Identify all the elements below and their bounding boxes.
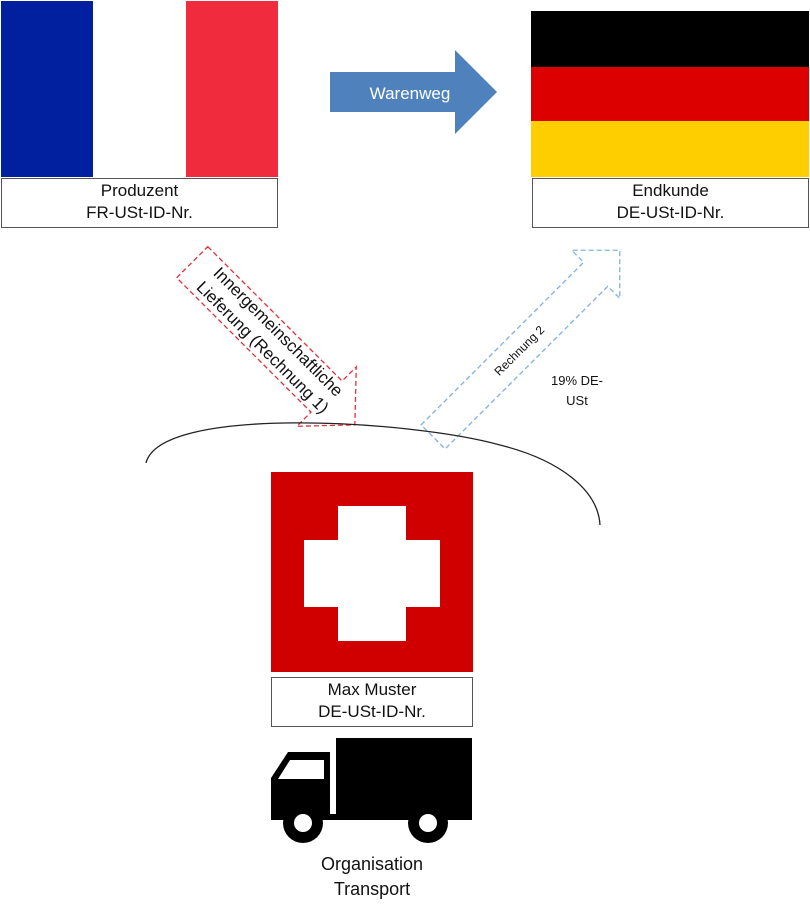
producer-vat-id: FR-USt-ID-Nr. (86, 203, 193, 222)
middleman-title: Max Muster (327, 680, 417, 699)
vat-note-line1: 19% DE- (551, 373, 603, 388)
transport-line1: Organisation (320, 854, 424, 874)
producer-box: Produzent FR-USt-ID-Nr. (1, 178, 278, 228)
customer-title: Endkunde (632, 181, 709, 200)
transport-caption: Organisation Transport (272, 852, 472, 902)
customer-vat-id: DE-USt-ID-Nr. (616, 203, 725, 222)
middleman-vat-id: DE-USt-ID-Nr. (318, 702, 426, 721)
invoice-1-line2: Lieferung (Rechnung 1) (193, 278, 333, 418)
goods-flow-arrow: Warenweg (330, 50, 497, 134)
producer-title: Produzent (100, 181, 179, 200)
goods-flow-label: Warenweg (370, 84, 451, 103)
transport-line2: Transport (333, 879, 411, 899)
customer-box: Endkunde DE-USt-ID-Nr. (532, 178, 809, 228)
vat-note-line2: USt (566, 393, 588, 408)
middleman-box: Max Muster DE-USt-ID-Nr. (271, 677, 473, 727)
invoice-1-arrow: Innergemeinschaftliche Lieferung (Rechnu… (175, 245, 357, 427)
border-curve (145, 422, 601, 526)
switzerland-flag (271, 472, 473, 672)
invoice-2-arrow: Rechnung 2 (420, 249, 621, 450)
france-flag (1, 1, 278, 177)
germany-flag (531, 11, 809, 177)
truck-icon (271, 738, 472, 843)
invoice-2-label: Rechnung 2 (492, 323, 548, 379)
